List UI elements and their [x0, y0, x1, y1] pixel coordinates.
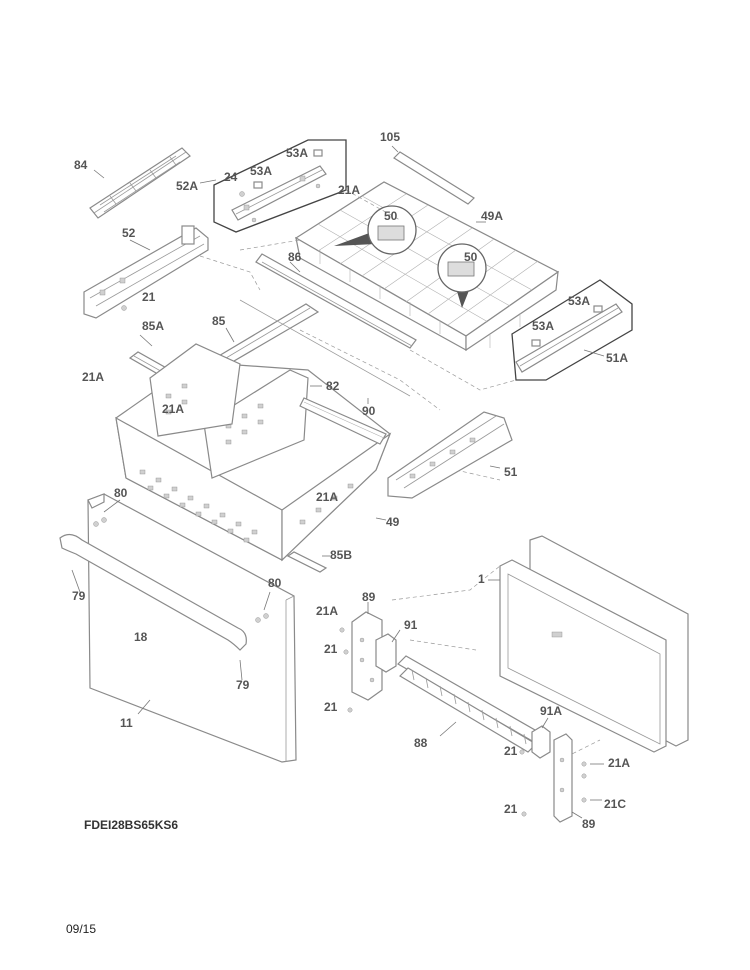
- part-label: 21: [142, 290, 156, 304]
- part-89-bracket-top: [351, 611, 383, 701]
- part-21C-screw: [581, 797, 587, 803]
- part-21A-screw-right-a: [581, 761, 587, 767]
- part-50-callout-right: [437, 243, 487, 308]
- part-label: 80: [268, 576, 282, 590]
- part-label: 51: [504, 465, 518, 479]
- part-49A-wire-basket: [294, 181, 560, 352]
- part-label: 21: [324, 700, 338, 714]
- part-label: 52: [122, 226, 136, 240]
- part-label: 18: [134, 630, 148, 644]
- part-label: 49A: [481, 209, 504, 223]
- part-91-clip: [375, 633, 397, 673]
- part-50-callout-left: [334, 205, 417, 255]
- model-number: FDEI28BS65KS6: [84, 818, 179, 832]
- part-1-gasket-frame: [499, 535, 689, 753]
- part-84-rail: [89, 147, 191, 219]
- part-label: 86: [288, 250, 302, 264]
- part-21-screw-right-1: [519, 749, 525, 755]
- part-label: 80: [114, 486, 128, 500]
- part-label: 85B: [330, 548, 353, 562]
- part-53A-clip-right-mid: [531, 339, 541, 347]
- part-21A-screw-bracket: [339, 627, 345, 633]
- part-label: 91: [404, 618, 418, 632]
- part-18-handle: [59, 533, 247, 651]
- part-85-inner-divider: [149, 343, 241, 437]
- part-label: 21C: [604, 797, 627, 811]
- part-basket-wire-front: [299, 397, 387, 445]
- part-label: 85A: [142, 319, 165, 333]
- part-label: 50: [384, 209, 398, 223]
- part-52A-slide: [231, 165, 327, 223]
- part-label: 51A: [606, 351, 629, 365]
- part-label: 88: [414, 736, 428, 750]
- date-code: 09/15: [66, 922, 97, 936]
- part-89-bracket-bottom: [553, 733, 573, 823]
- part-label: 53A: [532, 319, 555, 333]
- part-label: 21A: [162, 402, 185, 416]
- part-label: 89: [362, 590, 376, 604]
- part-label: 21A: [82, 370, 105, 384]
- part-24-screw: [239, 191, 245, 197]
- part-label: 21A: [338, 183, 361, 197]
- part-label: 52A: [176, 179, 199, 193]
- part-53A-clip-right-top: [593, 305, 603, 313]
- part-label: 84: [74, 158, 88, 172]
- part-label: 11: [120, 716, 133, 730]
- part-label: 21A: [316, 490, 339, 504]
- part-90-rod: [239, 299, 411, 397]
- part-53A-clip-mid: [253, 181, 263, 189]
- part-label: 85: [212, 314, 226, 328]
- part-21-screw-bracket-1: [343, 649, 349, 655]
- part-label: 79: [236, 678, 250, 692]
- part-11-drawer-front: [87, 493, 297, 763]
- part-85B-foot: [286, 551, 328, 573]
- part-91A-clip: [531, 725, 551, 759]
- part-label: 91A: [540, 704, 563, 718]
- part-label: 24: [224, 170, 238, 184]
- part-label: 21: [504, 744, 518, 758]
- part-label: 53A: [250, 164, 273, 178]
- part-21-screw-right-2: [521, 811, 527, 817]
- part-51A-slide: [515, 303, 623, 373]
- part-label: 89: [582, 817, 596, 831]
- part-label: 53A: [286, 146, 309, 160]
- part-label: 21: [504, 802, 518, 816]
- part-label: 21A: [316, 604, 339, 618]
- inset-box-right: [511, 279, 633, 381]
- part-label: 50: [464, 250, 478, 264]
- part-label: 105: [380, 130, 401, 144]
- part-label: 53A: [568, 294, 591, 308]
- part-51-slide: [387, 411, 513, 499]
- part-21-screw-left: [121, 305, 127, 311]
- part-21A-screw-right-b: [581, 773, 587, 779]
- part-label: 82: [326, 379, 340, 393]
- part-label: 21: [324, 642, 338, 656]
- part-label: 49: [386, 515, 400, 529]
- part-label: 79: [72, 589, 86, 603]
- part-label: 1: [478, 572, 485, 586]
- part-label: 21A: [608, 756, 631, 770]
- part-105-trim: [393, 151, 475, 205]
- part-52-slide: [83, 225, 209, 319]
- part-86-trim: [255, 253, 417, 349]
- part-label: 90: [362, 404, 376, 418]
- part-53A-clip-top: [313, 149, 323, 157]
- part-21-screw-bracket-2: [347, 707, 353, 713]
